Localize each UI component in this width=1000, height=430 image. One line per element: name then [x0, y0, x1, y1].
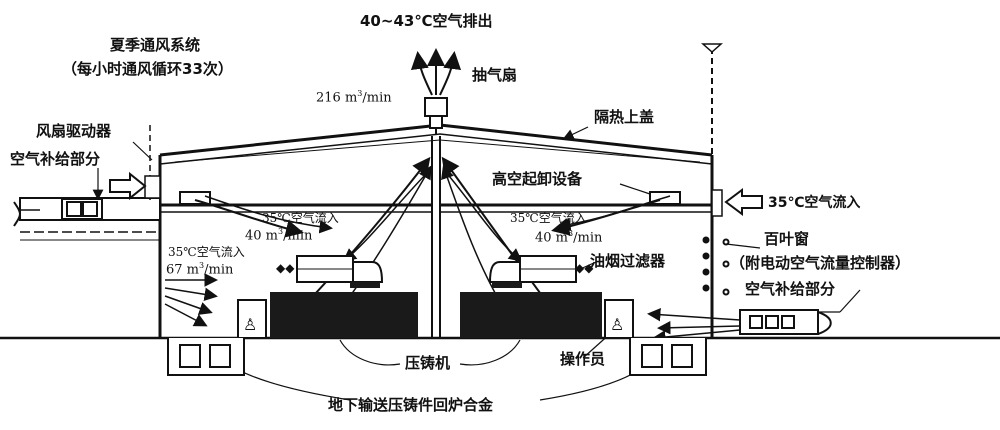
underground-pits — [167, 338, 707, 376]
label-fan-flow: 216 m3/min — [316, 89, 392, 106]
label-underground-conveyor: 地下输送压铸件回炉合金 — [328, 396, 494, 414]
svg-text:♙: ♙ — [610, 315, 624, 334]
label-roof-insulation: 隔热上盖 — [594, 108, 655, 126]
svg-text:◆◆: ◆◆ — [575, 261, 594, 275]
label-operator: 操作员 — [560, 350, 606, 368]
louver-marks — [702, 236, 710, 244]
roof-lower — [159, 133, 713, 165]
label-top-exhaust: 40~43℃空气排出 — [360, 12, 493, 30]
label-air-supply-right: 空气补给部分 — [745, 280, 836, 298]
svg-text:◆◆: ◆◆ — [276, 261, 295, 275]
label-exhaust-fan: 抽气扇 — [472, 66, 518, 84]
label-inflow-inner-left: 35℃空气流入 — [262, 211, 339, 225]
label-summer-subtitle: （每小时通风循环33次） — [62, 60, 233, 78]
label-fan-drive: 风扇驱动器 — [36, 122, 112, 140]
die-casting-machine-right: ◆◆ — [460, 255, 602, 338]
label-louver: 百叶窗 — [764, 230, 810, 248]
side-inflow-right — [647, 307, 741, 322]
label-crane: 高空起卸设备 — [492, 170, 583, 188]
label-oil-smoke-filter: 油烟过滤器 — [590, 252, 666, 270]
label-inflow-right: 35℃空气流入 — [768, 195, 861, 211]
label-louver-note: （附电动空气流量控制器） — [730, 254, 911, 272]
label-flow-inner-left: 40 m3/min — [245, 227, 313, 244]
die-casting-machine-left: ◆◆ — [270, 255, 418, 338]
operator-station-right — [604, 299, 634, 339]
inflow-arrow-left — [109, 171, 147, 201]
label-inflow-side-left: 35℃空气流入 — [168, 245, 245, 259]
roof-truss — [174, 139, 701, 163]
label-inflow-inner-right: 35℃空气流入 — [510, 211, 587, 225]
label-flow-inner-right: 40 m3/min — [535, 229, 603, 246]
svg-text:♙: ♙ — [243, 315, 257, 334]
exhaust-fan-box — [424, 97, 448, 117]
label-air-supply-left: 空气补给部分 — [10, 150, 101, 168]
label-summer-title: 夏季通风系统 — [110, 36, 201, 54]
label-flow-side-left: 67 m3/min — [166, 261, 234, 278]
inflow-arrow-right — [724, 188, 763, 216]
label-die-casting-machine: 压铸机 — [405, 354, 451, 372]
operator-station-left — [237, 299, 267, 339]
airflow-left-1 — [194, 199, 304, 238]
